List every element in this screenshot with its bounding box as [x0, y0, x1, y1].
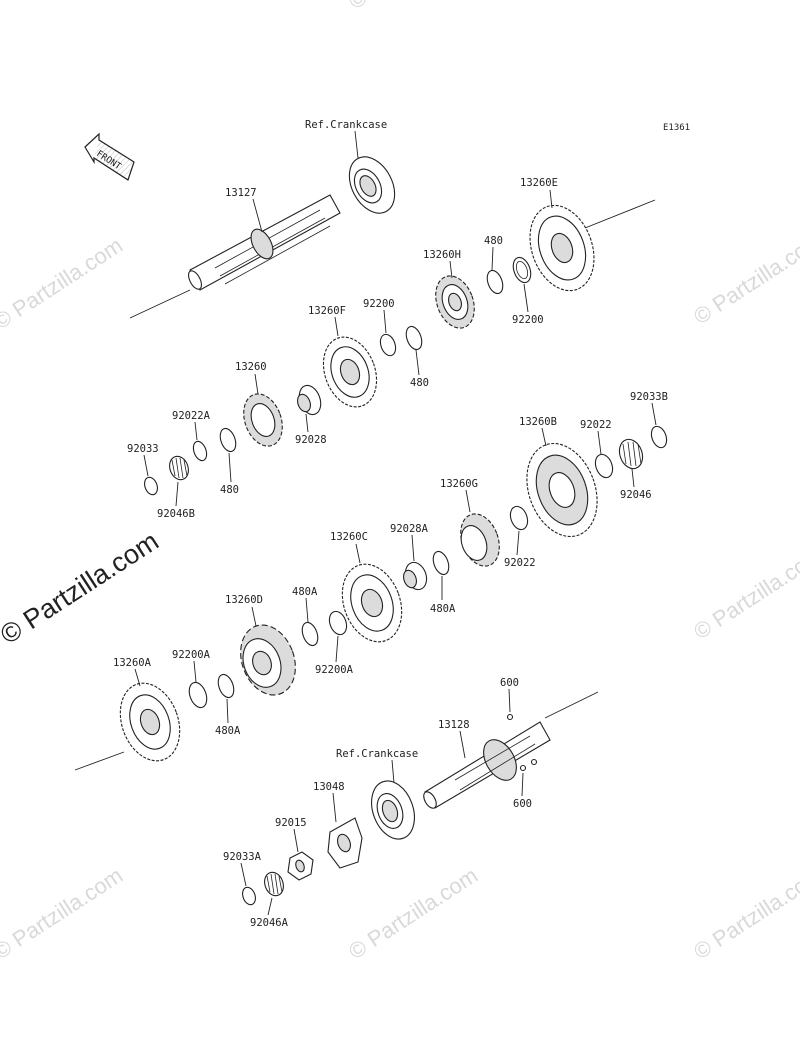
bushing-92028: [297, 384, 322, 416]
gear-13260B: [526, 442, 598, 538]
part-label-92033B: 92033B: [630, 391, 668, 403]
part-label-92028: 92028: [295, 434, 327, 446]
part-label-13260C: 13260C: [330, 531, 368, 543]
axis-line: [129, 289, 191, 319]
circlip-480A: [301, 621, 319, 647]
part-label-600-bottom: 600: [513, 798, 532, 810]
part-label-92046: 92046: [620, 489, 652, 501]
nut-92015: [287, 851, 314, 881]
axis-line: [74, 751, 125, 771]
watermark-main: © Partzilla.com: [0, 526, 164, 650]
part-label-92022-top: 92022: [580, 419, 612, 431]
part-label-13260D: 13260D: [225, 594, 263, 606]
circlip-480: [486, 269, 504, 295]
washer-92022: [594, 453, 614, 479]
part-label-92015: 92015: [275, 817, 307, 829]
washer-92200: [512, 256, 532, 284]
watermark-text: © Partzilla.com: [344, 0, 482, 14]
part-label-92028A: 92028A: [390, 523, 429, 535]
part-label-480-top: 480: [484, 235, 503, 247]
part-label-480-mid: 480: [410, 377, 429, 389]
watermark-text: © Partzilla.com: [689, 227, 800, 329]
circlip-92033: [144, 476, 158, 496]
part-label-480A-left: 480A: [215, 725, 241, 737]
part-label-13260F: 13260F: [308, 305, 346, 317]
part-label-13260B: 13260B: [519, 416, 557, 428]
needle-bearing-92046B: [169, 455, 189, 481]
circlip-480: [405, 325, 423, 351]
shaft-gear: [250, 228, 274, 260]
circlip-480A: [217, 673, 235, 699]
part-label-13260G: 13260G: [440, 478, 478, 490]
washer-92022A: [192, 440, 208, 462]
washer-92022: [509, 505, 529, 531]
circlip-480: [219, 427, 237, 453]
part-label-13260H: 13260H: [423, 249, 461, 261]
bearing-top: [348, 156, 396, 214]
part-label-92200A-left: 92200A: [172, 649, 211, 661]
part-label-600-top: 600: [500, 677, 519, 689]
part-label-92022A: 92022A: [172, 410, 211, 422]
ref-crankcase-top: Ref.Crankcase: [305, 119, 387, 131]
needle-bearing-92046: [618, 438, 644, 470]
bearing-bottom: [371, 780, 415, 840]
dowel-600: [506, 713, 538, 772]
bushing-92028A: [403, 561, 428, 591]
watermark-text: © Partzilla.com: [344, 862, 482, 964]
part-label-13260E: 13260E: [520, 177, 558, 189]
gear-13260A: [119, 682, 181, 762]
part-label-480A-right: 480A: [430, 603, 456, 615]
circlip-480A: [432, 550, 450, 576]
watermark-text: © Partzilla.com: [0, 232, 127, 334]
part-label-92033: 92033: [127, 443, 159, 455]
part-label-92022-low: 92022: [504, 557, 536, 569]
part-label-13127: 13127: [225, 187, 257, 199]
shift-drum-cam-13048: [327, 817, 363, 869]
part-label-92200-left: 92200: [363, 298, 395, 310]
needle-bearing-92046A: [264, 871, 284, 897]
part-label-92046B: 92046B: [157, 508, 195, 520]
watermark-text: © Partzilla.com: [689, 862, 800, 964]
ref-crankcase-bottom: Ref.Crankcase: [336, 748, 418, 760]
diagram-code: E1361: [663, 123, 690, 133]
part-label-92046A: 92046A: [250, 917, 289, 929]
input-shaft: [129, 194, 341, 319]
watermark-text: © Partzilla.com: [0, 862, 127, 964]
part-label-92200A-right: 92200A: [315, 664, 354, 676]
gear-13260H: [435, 275, 475, 329]
part-label-480-low: 480: [220, 484, 239, 496]
circlip-92033A: [242, 886, 256, 906]
gear-13260: [243, 393, 283, 447]
gear-13260F: [322, 336, 378, 408]
gear-13260D: [240, 624, 296, 696]
part-label-13260: 13260: [235, 361, 267, 373]
circlip-92033B: [650, 425, 668, 449]
part-label-13048: 13048: [313, 781, 345, 793]
part-label-13260A: 13260A: [113, 657, 152, 669]
axis-line: [574, 199, 656, 233]
washer-92200: [379, 333, 397, 357]
watermark-text: © Partzilla.com: [689, 542, 800, 644]
part-label-13128: 13128: [438, 719, 470, 731]
gear-13260G: [460, 513, 500, 567]
washer-92200A: [328, 610, 348, 636]
part-label-480A-mid: 480A: [292, 586, 318, 598]
washer-92200A: [188, 681, 208, 709]
front-arrow-icon: FRONT: [84, 132, 135, 181]
axis-line: [544, 691, 599, 719]
part-label-92033A: 92033A: [223, 851, 262, 863]
output-shaft: [423, 721, 551, 809]
part-label-92200-right: 92200: [512, 314, 544, 326]
gear-13260E: [529, 204, 595, 292]
gear-13260C: [341, 563, 403, 643]
